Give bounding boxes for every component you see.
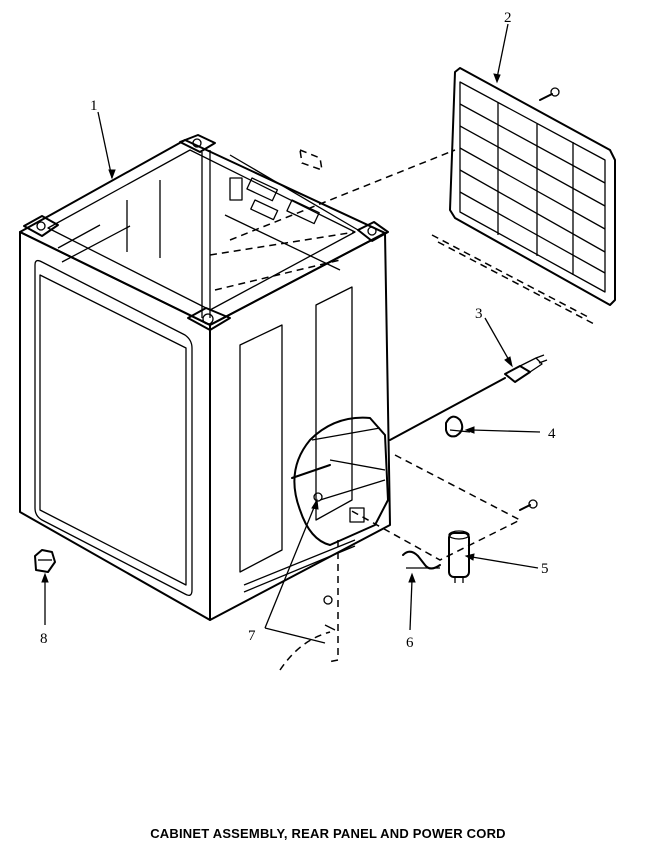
callout-8: 8 — [40, 631, 48, 647]
power-cord — [389, 354, 548, 441]
alignment-line-rear-panel — [229, 149, 456, 241]
cord-clamp — [445, 415, 471, 438]
callout-7: 7 — [248, 628, 256, 644]
capacitor-bracket — [402, 550, 441, 570]
corner-bracket-left — [23, 215, 59, 237]
callout-6: 6 — [406, 635, 414, 651]
corner-bracket-right — [357, 221, 389, 242]
diagram-caption: CABINET ASSEMBLY, REAR PANEL AND POWER C… — [150, 826, 506, 841]
callout-5: 5 — [541, 561, 549, 577]
rear-panel — [431, 67, 616, 326]
capacitor — [448, 530, 470, 583]
wiring-detail-circle — [291, 416, 389, 546]
callout-4: 4 — [548, 426, 556, 442]
callout-2: 2 — [504, 10, 512, 26]
mount-screw — [519, 499, 538, 511]
leveling-leg — [34, 549, 56, 573]
ground-wire — [279, 540, 339, 671]
rear-panel-screw — [539, 87, 560, 101]
corner-bracket-front — [187, 307, 231, 331]
corner-bracket-top — [179, 134, 216, 153]
callout-3: 3 — [475, 306, 483, 322]
capacitor-mount-outline — [349, 454, 522, 561]
leader-lines — [41, 23, 541, 644]
callout-1: 1 — [90, 98, 98, 114]
cabinet — [19, 134, 391, 621]
